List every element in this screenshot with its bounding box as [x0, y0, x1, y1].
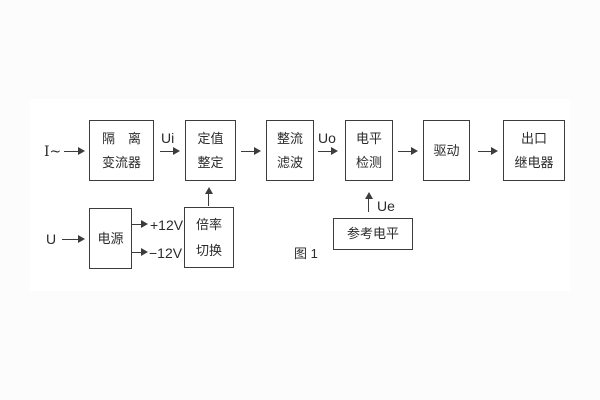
block-setpoint-adjust: 定值 整定 [185, 120, 236, 181]
arrow-right-icon [478, 147, 498, 155]
label-current-input: I~ [44, 144, 62, 160]
arrow-right-icon [160, 147, 180, 155]
arrow-right-icon [241, 147, 261, 155]
block-label: 倍率 [195, 216, 222, 232]
block-rectifier-filter: 整流 滤波 [266, 120, 314, 181]
block-isolation-converter: 隔 离 变流器 [89, 120, 154, 181]
arrow-right-icon [132, 220, 148, 228]
arrow-right-icon [62, 235, 85, 243]
block-power-supply: 电源 [89, 208, 132, 269]
arrow-right-icon [318, 147, 338, 155]
label-minus-12v: −12V [149, 245, 183, 261]
block-label: 定值 [197, 130, 224, 146]
block-label: 电源 [97, 230, 124, 246]
block-label: 变流器 [101, 154, 141, 170]
arrow-right-icon [64, 147, 85, 155]
block-label: 电平 [355, 130, 382, 146]
figure-caption: 图 1 [294, 246, 318, 261]
block-ratio-switch: 倍率 切换 [184, 207, 234, 268]
arrow-up-icon [204, 187, 213, 206]
arrow-right-icon [132, 248, 148, 256]
block-label: 隔 离 [101, 130, 141, 146]
block-level-detection: 电平 检测 [345, 120, 393, 181]
label-plus-12v: +12V [150, 217, 184, 233]
block-label: 参考电平 [346, 226, 399, 241]
label-signal-ue: Ue [377, 198, 395, 214]
arrow-right-icon [398, 147, 418, 155]
block-label: 出口 [520, 130, 547, 146]
block-label: 滤波 [276, 154, 303, 170]
block-label: 切换 [195, 242, 222, 258]
block-label: 检测 [355, 154, 382, 170]
block-label: 整定 [197, 154, 224, 170]
label-signal-uo: Uo [318, 130, 336, 146]
label-signal-ui: Ui [161, 130, 175, 146]
block-label: 继电器 [514, 154, 554, 170]
block-label: 驱动 [433, 142, 460, 158]
block-output-relay: 出口 继电器 [503, 120, 565, 181]
block-reference-level: 参考电平 [333, 218, 413, 250]
block-label: 整流 [276, 130, 303, 146]
label-voltage-input: U [46, 231, 57, 247]
block-drive: 驱动 [423, 120, 470, 181]
arrow-up-icon [364, 192, 373, 212]
